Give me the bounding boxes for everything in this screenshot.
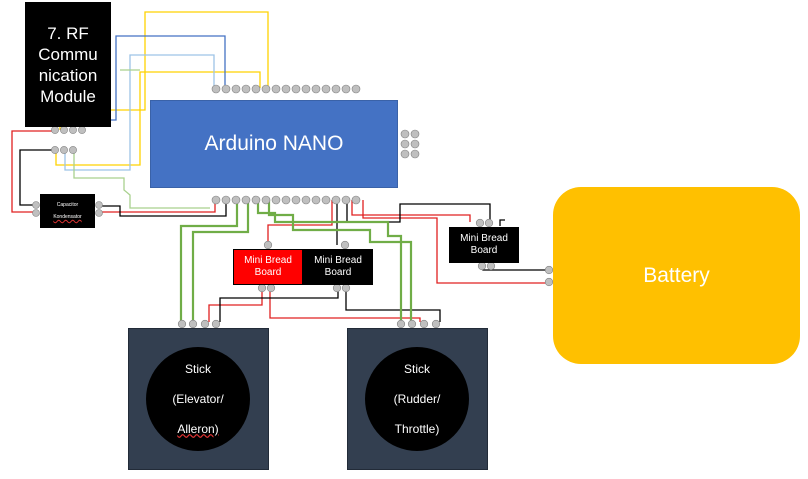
mini-breadboard-right: Mini Bread Board — [449, 227, 519, 263]
capacitor-label: Capacitor — [56, 202, 79, 208]
stick-1-title: Stick — [184, 361, 211, 376]
stick-elevator-aileron: Stick (Elevator/ Alleron) — [146, 347, 250, 451]
wire-green — [179, 200, 413, 322]
stick-1-line2: (Elevator/ — [172, 391, 224, 406]
arduino-bottom-header — [211, 195, 361, 205]
stick-2-line2: (Rudder/ — [393, 391, 441, 406]
mini-breadboard-red: Mini Bread Board — [233, 249, 303, 285]
stick-1-line3: Alleron) — [177, 421, 219, 436]
arduino-icsp-pins — [400, 129, 420, 159]
battery-pins — [544, 265, 554, 287]
arduino-top-header — [211, 84, 361, 94]
rf-pins — [51, 126, 86, 154]
stick-rudder-throttle: Stick (Rudder/ Throttle) — [365, 347, 469, 451]
rf-communication-module: 7. RF Commu nication Module — [25, 2, 111, 127]
capacitor: Capacitor Kondensator — [40, 194, 95, 228]
stick-2-line3: Throttle) — [394, 421, 440, 436]
arduino-nano-board: Arduino NANO — [150, 100, 398, 188]
stick-2-title: Stick — [403, 361, 430, 376]
stick-pins — [177, 319, 441, 329]
wire-lightgreen — [73, 69, 210, 209]
mini-breadboard-black: Mini Bread Board — [303, 249, 373, 285]
wire-red — [11, 130, 548, 322]
battery: Battery — [553, 187, 800, 364]
capacitor-sublabel: Kondensator — [53, 214, 82, 220]
wire-lightblue — [64, 54, 215, 171]
capacitor-pins — [32, 201, 103, 217]
